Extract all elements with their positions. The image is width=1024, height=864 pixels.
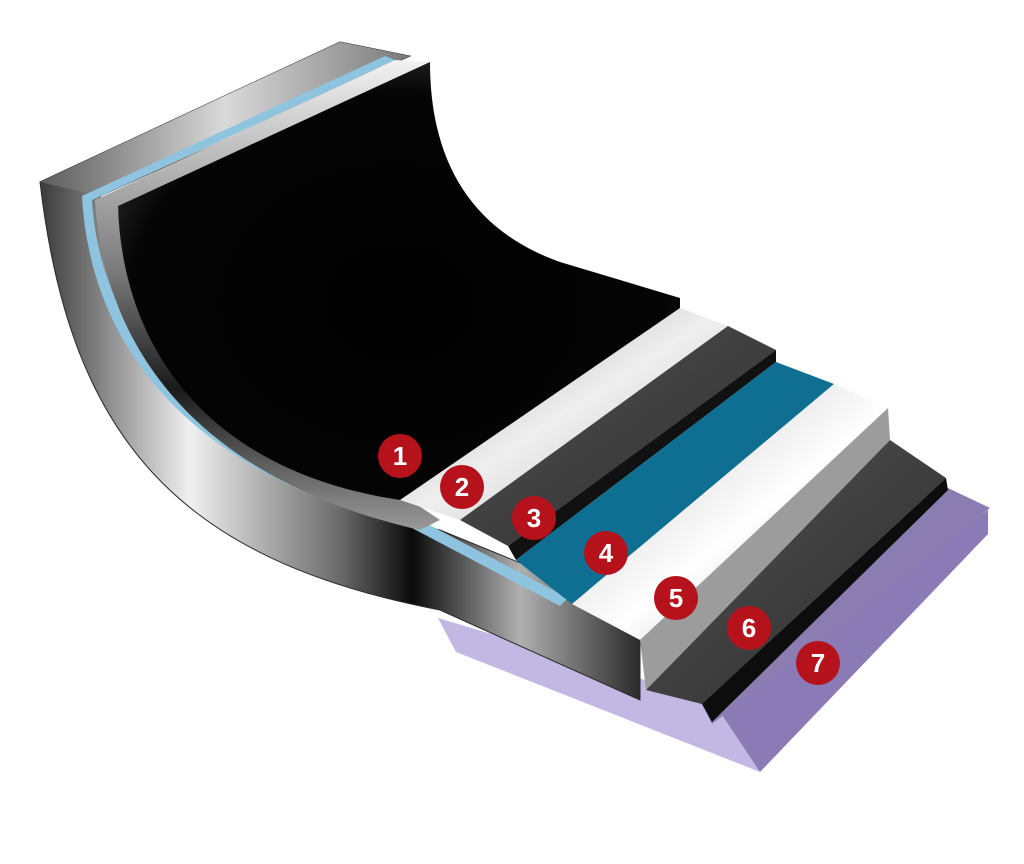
layer-3-strip <box>460 326 776 546</box>
layer-badge-circle <box>584 531 628 575</box>
layer-badge-circle <box>440 465 484 509</box>
layer-badge-number: 3 <box>527 503 541 533</box>
layer-badge-circle <box>654 576 698 620</box>
layer-6-edge <box>702 478 948 722</box>
layer-2-strip <box>400 308 728 520</box>
layer-badge-number: 7 <box>811 648 825 678</box>
layer-7-side <box>712 510 988 772</box>
layer-5-side <box>640 408 890 690</box>
layer-7-top <box>700 488 990 724</box>
outer-rim-top <box>40 42 410 196</box>
layer-3-edge <box>508 350 776 560</box>
layer-badge-circle <box>378 434 422 478</box>
layer-badge-3: 3 <box>512 496 556 540</box>
layer-6-strip <box>646 440 946 704</box>
layer-1-surface <box>118 62 680 500</box>
layer-badge-circle <box>512 496 556 540</box>
layer-badges: 1 2 3 4 5 6 7 <box>378 434 840 685</box>
layer-badge-number: 4 <box>599 538 614 568</box>
layer-badge-1: 1 <box>378 434 422 478</box>
layer-7-face <box>438 618 760 772</box>
layer-badge-circle <box>727 606 771 650</box>
layer-badge-6: 6 <box>727 606 771 650</box>
layer-badge-number: 6 <box>742 613 756 643</box>
layer-5-strip <box>572 384 888 640</box>
layer-badge-number: 5 <box>669 583 683 613</box>
layer-badge-number: 1 <box>393 441 407 471</box>
layer-badge-7: 7 <box>796 641 840 685</box>
layer-badge-circle <box>796 641 840 685</box>
layer-badge-4: 4 <box>584 531 628 575</box>
layer-badge-number: 2 <box>455 472 469 502</box>
layer-badge-5: 5 <box>654 576 698 620</box>
layer-badge-2: 2 <box>440 465 484 509</box>
